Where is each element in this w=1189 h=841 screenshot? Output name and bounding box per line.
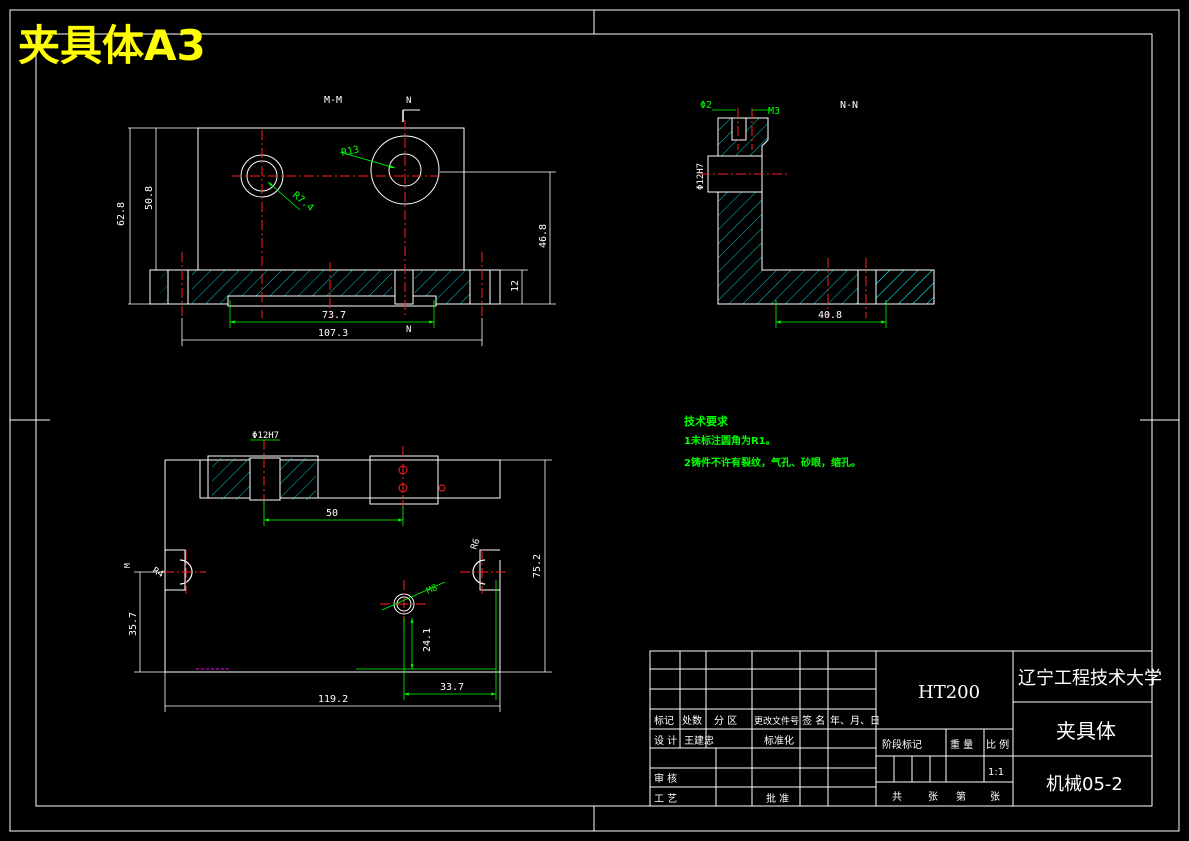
side-dim-base-width: 40.8 <box>818 310 842 321</box>
banner-title: 夹具体A3 <box>18 21 206 70</box>
tb-mark-5: 年、月、日 <box>830 714 880 727</box>
side-dim-bore: Φ12H7 <box>696 163 706 190</box>
dim-overall-width: 107.3 <box>318 328 348 339</box>
front-section-label: M-M <box>324 95 342 106</box>
plan-dim-right-radius: R6 <box>469 537 482 551</box>
plan-cut-label-left: M <box>123 563 132 568</box>
tb-drawing-no: 机械05-2 <box>1046 774 1123 795</box>
tb-sheet-end: 张 <box>990 791 1000 803</box>
dim-total-height: 62.8 <box>116 202 127 226</box>
plan-dim-thread-offset: 24.1 <box>422 628 433 652</box>
plan-dim-spacing: 50 <box>326 508 338 519</box>
tb-weight-label: 重 量 <box>950 738 973 751</box>
tb-sheet-mid: 张 <box>928 791 938 803</box>
plan-dim-bore: Φ12H7 <box>252 431 279 441</box>
tb-review: 审 核 <box>654 772 677 785</box>
tb-school: 辽宁工程技术大学 <box>1018 668 1162 689</box>
notes-item-1: 1未标注圆角为R1。 <box>684 434 776 447</box>
front-cut-label-top: N <box>406 96 411 106</box>
side-section-label: N-N <box>840 100 858 111</box>
dim-inner-height: 50.8 <box>144 186 155 210</box>
tb-designer: 王建忠 <box>684 734 714 747</box>
tb-scale: 1:1 <box>988 767 1004 778</box>
tb-stage-label: 阶段标记 <box>882 738 922 751</box>
plan-dim-thread: M8 <box>425 583 439 597</box>
dim-hole-radius: R7.4 <box>290 190 316 214</box>
tb-approve: 批 准 <box>766 792 789 805</box>
drawing-frame <box>9 9 1180 832</box>
tb-process: 工 艺 <box>654 793 677 805</box>
tb-mark-2: 分 区 <box>714 715 737 727</box>
plan-dim-left-offset: 35.7 <box>128 612 139 636</box>
plan-dim-overall-width: 119.2 <box>318 694 348 705</box>
plan-dim-thread-x: 33.7 <box>440 682 464 693</box>
tb-material: HT200 <box>918 682 980 703</box>
side-view: N-N Φ2 M3 Φ12H7 40.8 <box>696 100 935 328</box>
notes-heading: 技术要求 <box>684 414 729 428</box>
plan-view: Φ12H7 50 M R4 R6 M8 35.7 75.2 24.1 33.7 … <box>123 431 552 712</box>
dim-radius: R13 <box>340 144 360 159</box>
tb-part-name: 夹具体 <box>1056 719 1116 743</box>
technical-notes: 技术要求 1未标注圆角为R1。 2铸件不许有裂纹，气孔、砂眼，缩孔。 <box>684 414 861 469</box>
tb-scale-label: 比 例 <box>986 738 1009 751</box>
tb-mark-4: 签 名 <box>802 714 825 727</box>
tb-standardize: 标准化 <box>764 734 794 747</box>
tb-mark-1: 处数 <box>682 714 702 727</box>
notes-item-2: 2铸件不许有裂纹，气孔、砂眼，缩孔。 <box>684 456 861 469</box>
dim-right-height: 46.8 <box>538 224 549 248</box>
side-dim-top-right: M3 <box>768 106 780 117</box>
tb-sheet-right: 第 <box>956 790 966 803</box>
dim-hole-spacing: 73.7 <box>322 310 346 321</box>
tb-design-label: 设 计 <box>654 734 677 747</box>
dim-base-height: 12 <box>510 280 521 292</box>
tb-sheet-left: 共 <box>892 791 902 803</box>
plan-dim-left-radius: R4 <box>151 566 165 580</box>
front-view: M-M N <box>116 95 556 346</box>
side-dim-top-left: Φ2 <box>700 100 712 111</box>
front-cut-label-bottom: N <box>406 325 411 335</box>
title-block: 标记 处数 分 区 更改文件号 签 名 年、月、日 设 计 王建忠 标准化 审 … <box>649 650 1162 807</box>
plan-dim-height: 75.2 <box>532 554 543 578</box>
tb-mark-3: 更改文件号 <box>754 715 799 727</box>
tb-mark-0: 标记 <box>654 715 674 727</box>
